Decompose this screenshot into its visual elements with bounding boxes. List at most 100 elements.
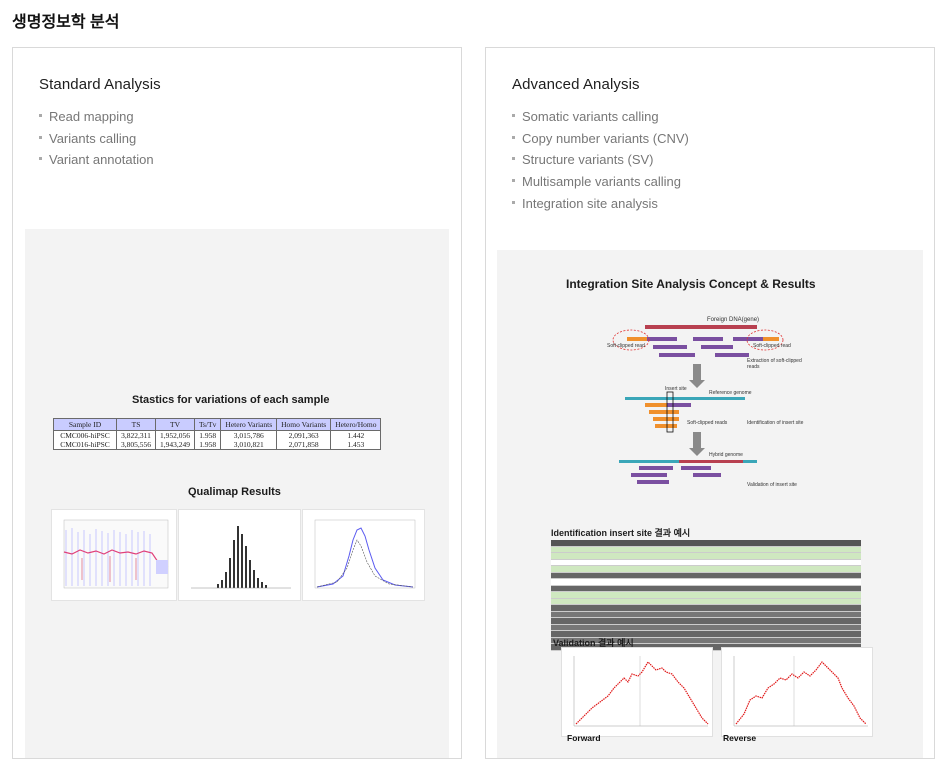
reference-genome-label: Reference genome [709,390,752,396]
list-item-label: Copy number variants (CNV) [522,130,689,146]
identification-label: Identification of insert site [747,420,804,426]
table-row [551,624,861,631]
list-item: Multisample variants calling [512,171,689,193]
table-row [551,618,861,625]
column-header: Hetero Variants [220,418,278,431]
table-cell: 1,943,249 [155,440,195,450]
gc-content-plot-image [302,509,425,601]
column-header: TS [116,418,156,431]
bullet-icon [512,200,515,204]
soft-clipped-left-label: Soft-clipped read [607,343,645,349]
table-cell: CMC006-hiPSC [53,430,117,440]
reverse-validation-chart [721,647,873,737]
integration-concept-diagram: Foreign DNA(gene) Soft-clipped read Soft… [597,310,817,500]
advanced-analysis-title: Advanced Analysis [512,76,640,93]
table-row [551,553,861,560]
coverage-plot-image [51,509,177,601]
column-header: Ts/Tv [193,418,222,431]
standard-analysis-title: Standard Analysis [39,76,161,93]
page-title: 생명정보학 분석 [12,14,120,31]
table-cell: 2,071,858 [276,440,332,450]
table-row: CMC016-hiPSC 3,805,556 1,943,249 1.958 3… [53,440,382,450]
table-row [551,631,861,638]
list-item-label: Multisample variants calling [522,174,681,190]
table-row [551,585,861,592]
table-row [551,579,861,586]
identification-title: Identification insert site 결과 예시 [551,528,691,538]
insert-size-histogram-image [178,509,301,601]
table-cell: 1.453 [330,440,382,450]
list-item: Copy number variants (CNV) [512,128,689,150]
list-item-label: Variant annotation [49,152,154,168]
stats-table: Sample ID TS TV Ts/Tv Hetero Variants Ho… [53,418,382,450]
list-item-label: Integration site analysis [522,195,658,211]
bullet-icon [39,135,42,139]
table-cell: 1.958 [193,430,222,440]
table-row [551,637,861,644]
forward-label: Forward [567,733,601,743]
table-cell: CMC016-hiPSC [53,440,117,450]
bullet-icon [512,114,515,118]
table-row [551,605,861,612]
table-row [551,546,861,553]
list-item-label: Somatic variants calling [522,109,659,124]
table-row [551,598,861,605]
bullet-icon [512,135,515,139]
histogram-graphic [191,526,291,589]
table-row [551,540,861,547]
bullet-icon [512,179,515,183]
coverage-plot-graphic [63,519,169,589]
foreign-dna-label: Foreign DNA(gene) [707,317,760,323]
list-item-label: Read mapping [49,109,134,124]
column-header: Homo Variants [276,418,332,431]
standard-results-panel: Stastics for variations of each sample S… [25,229,449,758]
table-cell: 1.442 [330,430,382,440]
soft-clipped-right-label: Soft-clipped read [753,343,791,349]
list-item: Read mapping [39,106,154,128]
advanced-analysis-card: Advanced Analysis Somatic variants calli… [485,47,935,759]
list-item: Variants calling [39,128,154,150]
stats-title: Stastics for variations of each sample [132,394,330,406]
concept-title: Integration Site Analysis Concept & Resu… [566,277,816,291]
concept-diagram-graphic [612,325,784,484]
table-cell: 3,010,821 [220,440,278,450]
reverse-label: Reverse [723,733,757,743]
qualimap-title: Qualimap Results [188,486,281,498]
table-cell: 3,822,311 [116,430,156,440]
bullet-icon [512,157,515,161]
forward-validation-chart [561,647,713,737]
validation-title: Validation 결과 예시 [553,638,634,648]
table-row [551,559,861,566]
soft-clipped-reads-label: Soft-clipped reads [687,420,728,426]
table-cell: 3,805,556 [116,440,156,450]
extraction-label: Extraction of soft-clipped reads [747,358,802,370]
table-row: CMC006-hiPSC 3,822,311 1,952,056 1.958 3… [53,430,382,440]
identification-table-image [551,540,861,651]
list-item-label: Structure variants (SV) [522,152,654,168]
table-row [551,592,861,599]
standard-analysis-list: Read mapping Variants calling Variant an… [39,106,154,171]
bullet-icon [39,157,42,161]
column-header: Hetero/Homo [330,418,382,431]
table-row [551,566,861,573]
column-header: Sample ID [53,418,117,431]
table-header-row: Sample ID TS TV Ts/Tv Hetero Variants Ho… [53,418,382,431]
forward-chart-graphic [573,656,709,727]
hybrid-genome-label: Hybrid genome [709,452,743,458]
insert-site-label: Insert site [665,386,687,392]
column-header: TV [155,418,195,431]
table-row [551,611,861,618]
list-item-label: Variants calling [49,130,137,146]
validation-of-insert-label: Validation of insert site [747,482,797,488]
advanced-analysis-list: Somatic variants calling Copy number var… [512,106,689,214]
gc-plot-graphic [314,519,416,589]
advanced-results-panel: Integration Site Analysis Concept & Resu… [497,250,923,758]
table-row [551,572,861,579]
bullet-icon [39,114,42,118]
list-item: Somatic variants calling [512,106,689,128]
standard-analysis-card: Standard Analysis Read mapping Variants … [12,47,462,759]
table-cell: 1,952,056 [155,430,195,440]
table-cell: 2,091,363 [276,430,332,440]
table-cell: 1.958 [193,440,222,450]
table-cell: 3,015,786 [220,430,278,440]
